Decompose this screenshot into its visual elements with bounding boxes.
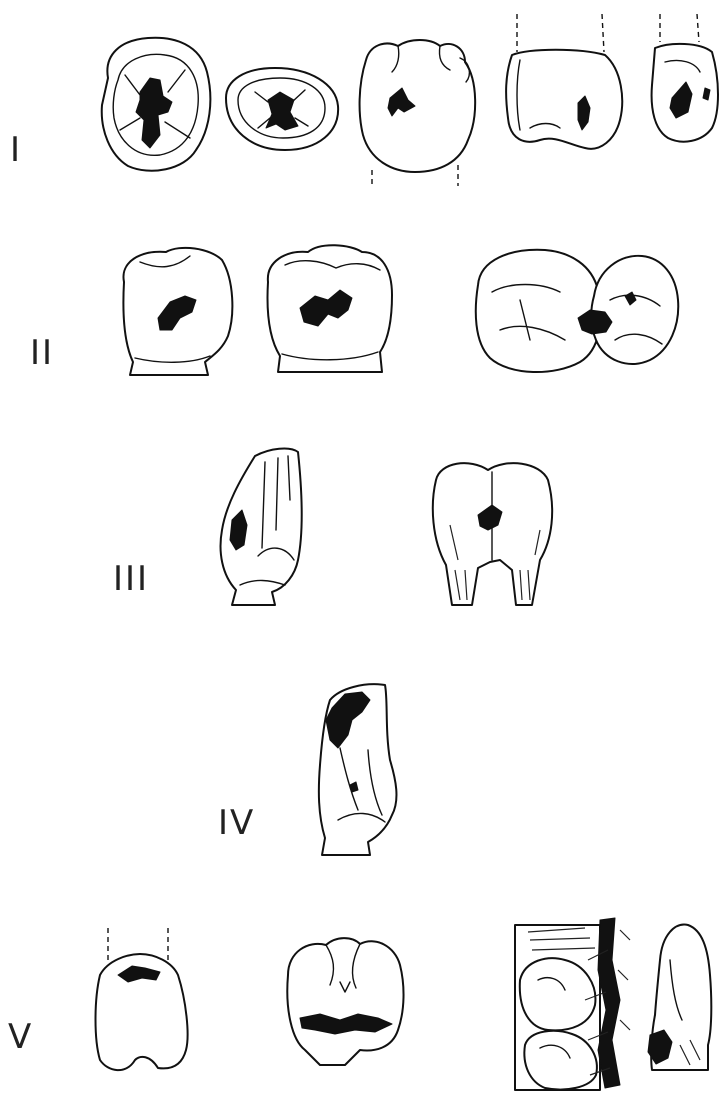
tooth-i-molar-buccal — [360, 40, 476, 188]
tooth-ii-premolar-mesial — [123, 248, 232, 375]
tooth-i-incisor-palatal — [652, 14, 718, 142]
tooth-v-molar-buccal — [287, 938, 403, 1065]
tooth-ii-molar-mesial — [268, 245, 393, 372]
tooth-i-premolar-occlusal — [226, 68, 338, 150]
teeth-v-cervical-section — [515, 918, 630, 1090]
tooth-v-incisor-section — [648, 925, 711, 1070]
tooth-iii-incisor-proximal — [221, 449, 302, 605]
tooth-i-molar-lingual — [506, 14, 622, 149]
tooth-v-incisor-labial — [96, 928, 188, 1070]
teeth-iii-adjacent-incisors — [433, 463, 552, 605]
tooth-i-molar-occlusal — [102, 38, 211, 171]
tooth-iv-incisor-proximal — [319, 684, 397, 855]
teeth-ii-contact-molars — [476, 250, 678, 372]
